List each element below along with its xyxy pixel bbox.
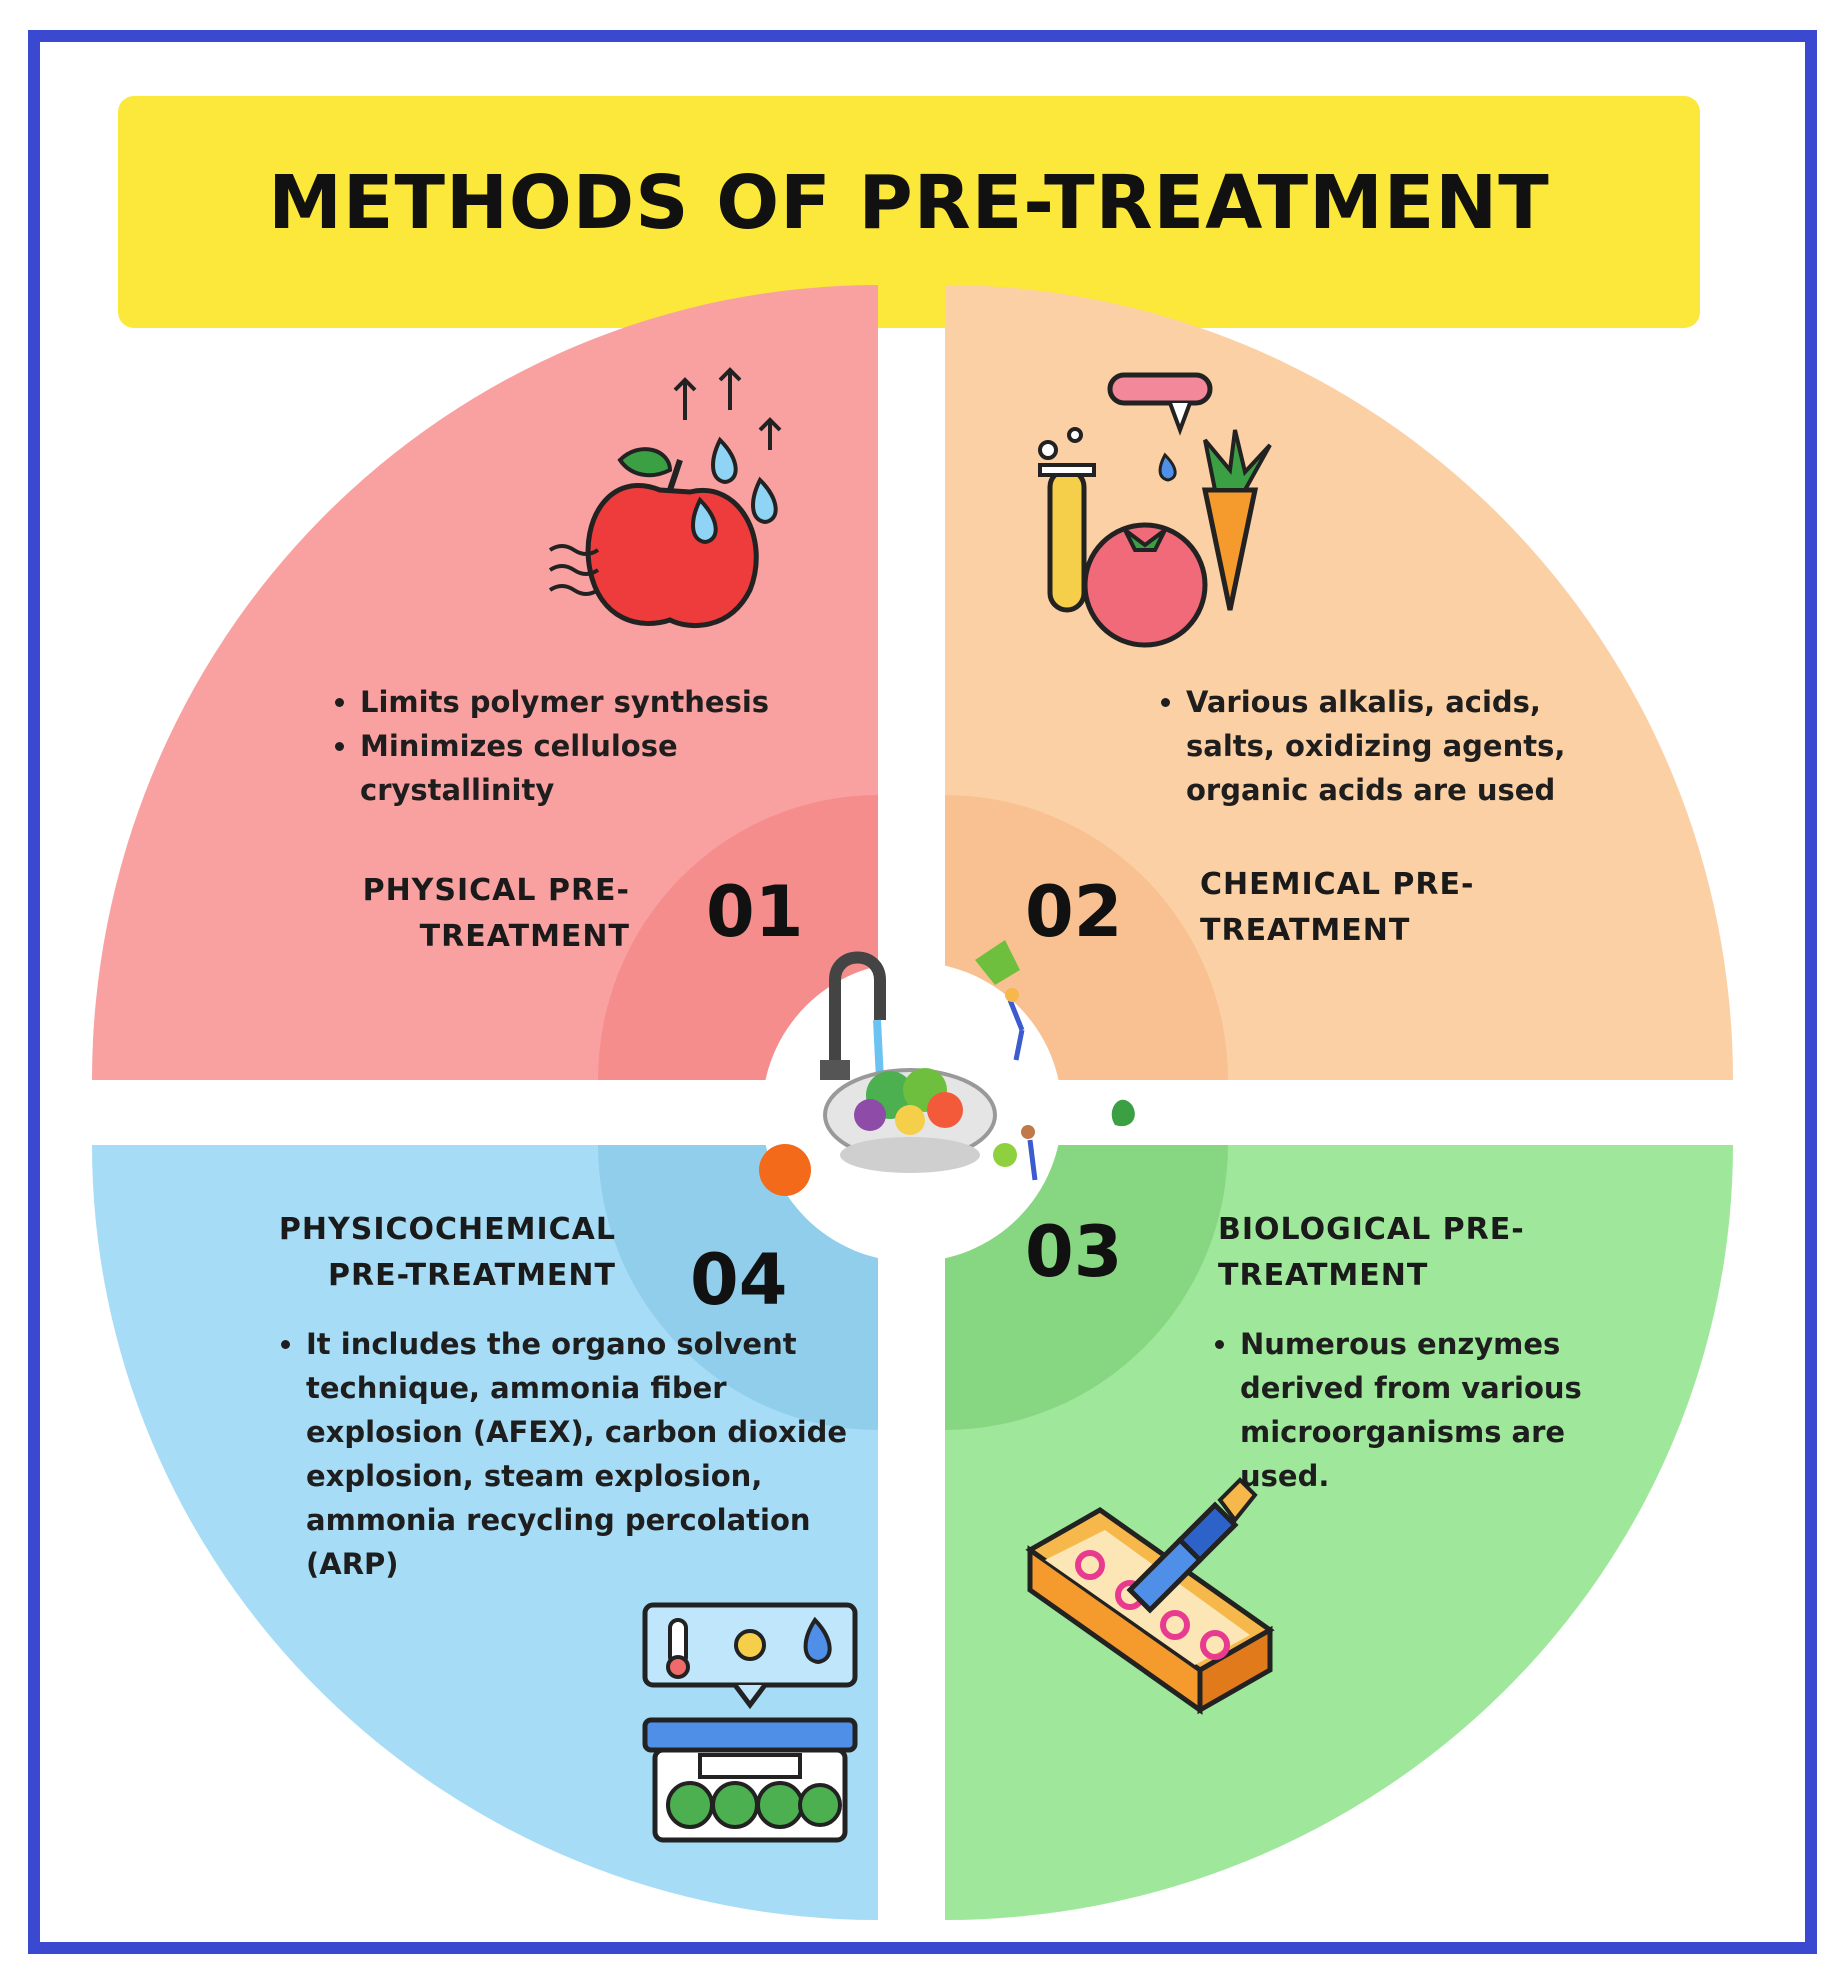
title-band: [118, 96, 1700, 328]
label-line: TREATMENT: [1218, 1258, 1429, 1293]
apple-water-icon: [548, 367, 782, 628]
chemical-number: 02: [1025, 871, 1123, 953]
biological-bullets: Numerous enzymes derived from various mi…: [1202, 1322, 1660, 1498]
label-line: BIOLOGICAL PRE-: [1218, 1212, 1525, 1247]
test-tube-vegetables-icon: [1038, 372, 1272, 648]
list-item: Limits polymer synthesis: [360, 680, 880, 724]
physicochemical-label: PHYSICOCHEMICAL PRE-TREATMENT: [236, 1207, 616, 1299]
biological-number: 03: [1025, 1211, 1123, 1293]
label-line: TREATMENT: [1200, 913, 1411, 948]
list-item: Numerous enzymes derived from various mi…: [1240, 1322, 1660, 1498]
label-line: CHEMICAL PRE-: [1200, 867, 1475, 902]
storage-box-conditions-icon: [642, 1602, 858, 1843]
sink-washing-vegetables-icon: [759, 940, 1135, 1196]
physicochemical-bullets: It includes the organo solvent technique…: [268, 1322, 861, 1586]
label-line: PRE-TREATMENT: [328, 1258, 616, 1293]
physical-number: 01: [706, 871, 804, 953]
petri-pipette-icon: [1025, 1477, 1275, 1715]
chemical-label: CHEMICAL PRE- TREATMENT: [1200, 862, 1520, 954]
list-item: It includes the organo solvent technique…: [306, 1322, 861, 1586]
page-title: METHODS OF PRE-TREATMENT: [268, 160, 1550, 246]
physical-bullets: Limits polymer synthesis Minimizes cellu…: [322, 680, 880, 812]
list-item: Minimizes cellulose crystallinity: [360, 724, 880, 812]
physical-label: PHYSICAL PRE- TREATMENT: [330, 868, 630, 960]
label-line: PHYSICOCHEMICAL: [278, 1212, 616, 1247]
list-item: Various alkalis, acids, salts, oxidizing…: [1186, 680, 1636, 812]
chemical-bullets: Various alkalis, acids, salts, oxidizing…: [1148, 680, 1636, 812]
biological-label: BIOLOGICAL PRE- TREATMENT: [1218, 1207, 1578, 1299]
physicochemical-number: 04: [690, 1239, 788, 1321]
label-line: TREATMENT: [419, 919, 630, 954]
label-line: PHYSICAL PRE-: [362, 873, 630, 908]
